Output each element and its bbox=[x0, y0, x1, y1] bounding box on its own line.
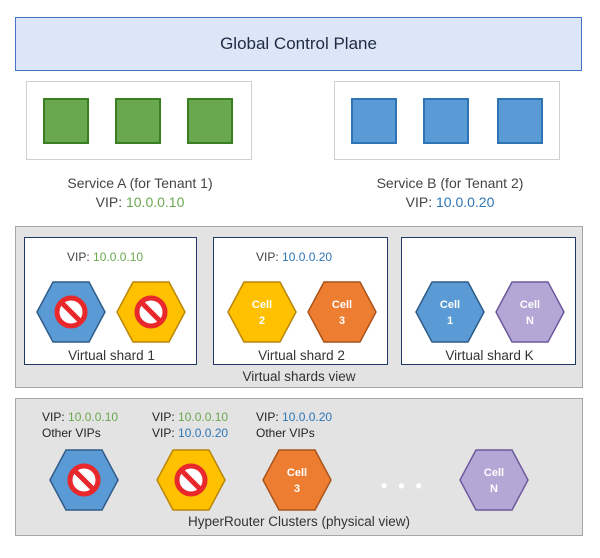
cell-label: Cell bbox=[252, 299, 272, 311]
virtual-shard-k: Cell 1 Cell N Virtual shard K bbox=[401, 237, 576, 365]
shard-1-cell-blocked-blue bbox=[36, 281, 106, 343]
physical-cluster-cell-n: Cell N bbox=[459, 449, 529, 511]
service-b-box bbox=[334, 81, 560, 160]
vip-value: 10.0.0.10 bbox=[68, 410, 119, 424]
blocked-icon bbox=[174, 463, 208, 497]
service-a-instance bbox=[187, 98, 233, 144]
service-a-vip-label: VIP: bbox=[95, 194, 123, 210]
virtual-shards-title: Virtual shards view bbox=[242, 369, 356, 384]
service-a-instance bbox=[115, 98, 161, 144]
physical-col-2-vips: VIP: 10.0.0.10 VIP: 10.0.0.20 bbox=[152, 409, 228, 441]
service-b-vip: 10.0.0.20 bbox=[435, 194, 495, 210]
shard-1-vip-label: VIP: bbox=[67, 250, 90, 264]
shard-2-cell-3: Cell 3 bbox=[307, 281, 377, 343]
vip-value: 10.0.0.20 bbox=[178, 426, 229, 440]
service-a-vip: 10.0.0.10 bbox=[125, 194, 185, 210]
physical-view-title: HyperRouter Clusters (physical view) bbox=[187, 514, 411, 529]
service-a-instance bbox=[43, 98, 89, 144]
cell-number: N bbox=[490, 483, 498, 495]
service-a-label: Service A (for Tenant 1) VIP: 10.0.0.10 bbox=[0, 174, 280, 212]
shard-1-name: Virtual shard 1 bbox=[68, 348, 155, 363]
service-b-vip-label: VIP: bbox=[405, 194, 433, 210]
cell-label: Cell bbox=[484, 467, 504, 479]
physical-cluster-cell-3: Cell 3 bbox=[262, 449, 332, 511]
other-vips: Other VIPs bbox=[42, 426, 101, 440]
cell-label: Cell bbox=[332, 299, 352, 311]
cell-number: 2 bbox=[259, 315, 265, 327]
shard-2-cell-2: Cell 2 bbox=[227, 281, 297, 343]
shard-k-cell-n: Cell N bbox=[495, 281, 565, 343]
vip-value: 10.0.0.10 bbox=[178, 410, 229, 424]
shard-1-vip-line: VIP: 10.0.0.10 bbox=[67, 250, 143, 264]
shard-1-vip: 10.0.0.10 bbox=[93, 250, 144, 264]
vip-label: VIP: bbox=[256, 410, 279, 424]
global-control-plane: Global Control Plane bbox=[15, 17, 582, 71]
service-b-instance bbox=[423, 98, 469, 144]
shard-k-cell-1: Cell 1 bbox=[415, 281, 485, 343]
shard-k-name: Virtual shard K bbox=[445, 348, 534, 363]
virtual-shard-1: VIP: 10.0.0.10 Virtual shard 1 bbox=[24, 237, 197, 365]
physical-col-1-vips: VIP: 10.0.0.10 Other VIPs bbox=[42, 409, 118, 441]
cell-number: 3 bbox=[339, 315, 345, 327]
cell-label: Cell bbox=[520, 299, 540, 311]
service-b-label: Service B (for Tenant 2) VIP: 10.0.0.20 bbox=[310, 174, 590, 212]
other-vips: Other VIPs bbox=[256, 426, 315, 440]
vip-label: VIP: bbox=[152, 410, 175, 424]
ellipsis: • • • bbox=[381, 476, 425, 496]
service-a-box bbox=[26, 81, 252, 160]
shard-2-name: Virtual shard 2 bbox=[258, 348, 345, 363]
blocked-icon bbox=[67, 463, 101, 497]
global-control-plane-label: Global Control Plane bbox=[220, 34, 377, 53]
cell-number: 3 bbox=[294, 483, 300, 495]
vip-label: VIP: bbox=[152, 426, 175, 440]
cell-number: N bbox=[526, 315, 534, 327]
physical-cluster-blocked-blue bbox=[49, 449, 119, 511]
blocked-icon bbox=[134, 295, 168, 329]
service-b-title: Service B (for Tenant 2) bbox=[376, 175, 524, 191]
shard-2-vip-line: VIP: 10.0.0.20 bbox=[256, 250, 332, 264]
service-b-instance bbox=[497, 98, 543, 144]
virtual-shard-2: VIP: 10.0.0.20 Cell 2 Cell 3 Virtual sha… bbox=[213, 237, 388, 365]
service-b-instance bbox=[351, 98, 397, 144]
blocked-icon bbox=[54, 295, 88, 329]
vip-label: VIP: bbox=[42, 410, 65, 424]
shard-1-cell-blocked-yellow bbox=[116, 281, 186, 343]
shard-2-vip: 10.0.0.20 bbox=[282, 250, 333, 264]
physical-cluster-blocked-yellow bbox=[156, 449, 226, 511]
cell-label: Cell bbox=[440, 299, 460, 311]
shard-2-vip-label: VIP: bbox=[256, 250, 279, 264]
physical-col-3-vips: VIP: 10.0.0.20 Other VIPs bbox=[256, 409, 332, 441]
cell-number: 1 bbox=[447, 315, 453, 327]
cell-label: Cell bbox=[287, 467, 307, 479]
vip-value: 10.0.0.20 bbox=[282, 410, 333, 424]
service-a-title: Service A (for Tenant 1) bbox=[67, 175, 213, 191]
